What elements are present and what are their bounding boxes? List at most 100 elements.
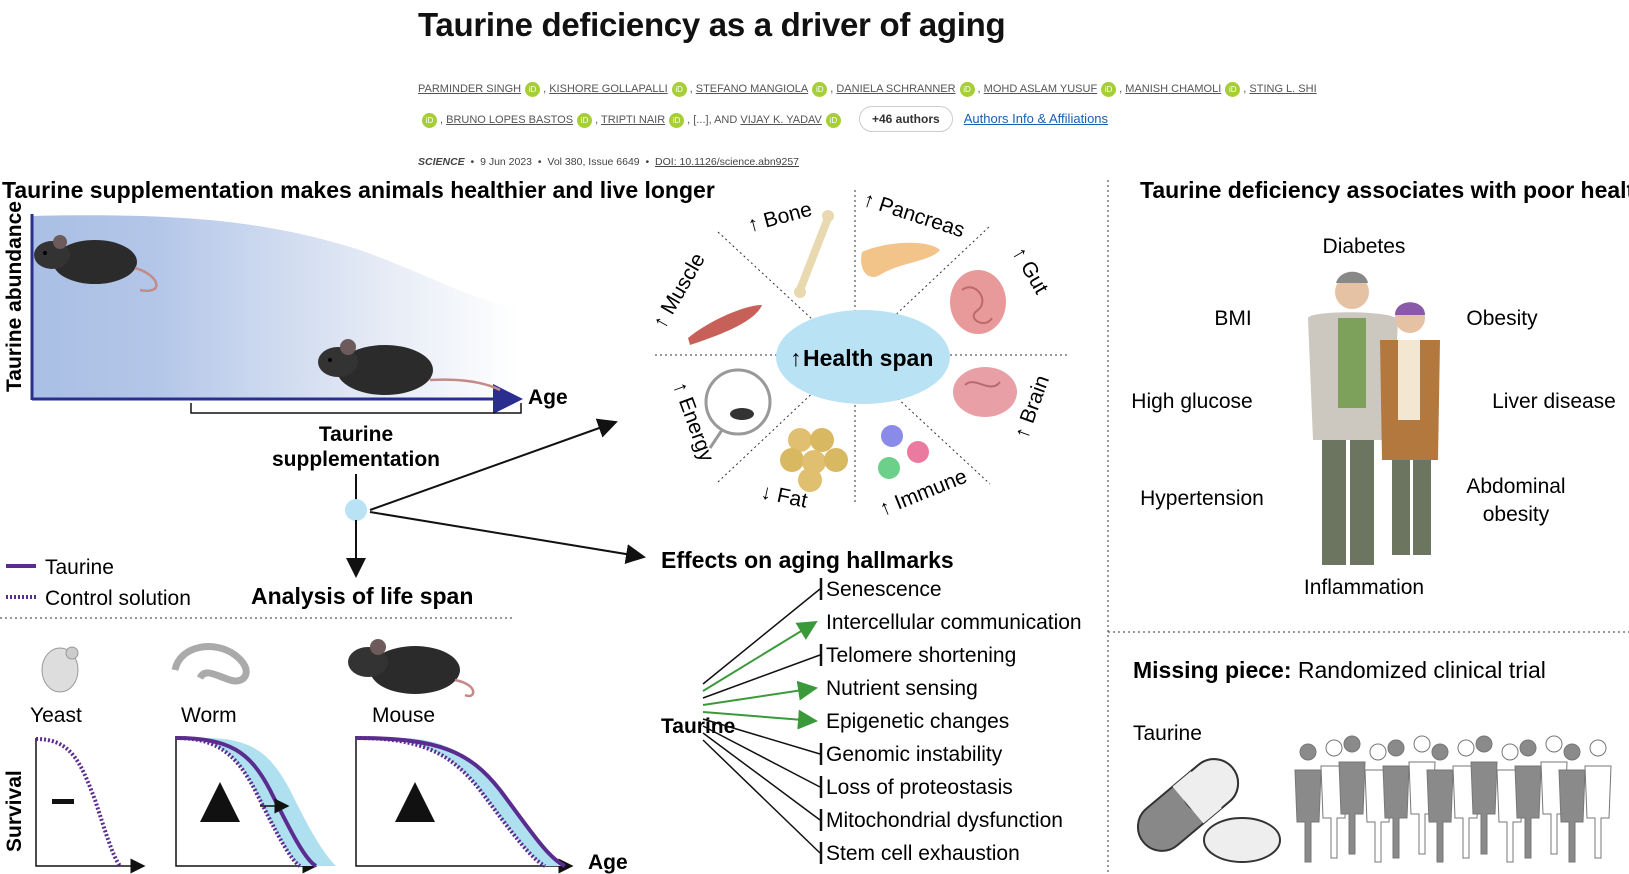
person-icon [1426, 743, 1454, 863]
survival-y-label: Survival [3, 770, 26, 852]
fat-cells-icon [780, 428, 848, 492]
orcid-icon[interactable]: iD [812, 81, 828, 97]
hallmark-promote-arrow [702, 620, 818, 692]
hallmark-label: Senescence [826, 578, 942, 601]
orcid-icon[interactable]: iD [1225, 81, 1241, 97]
condition-bmi: BMI [1214, 307, 1251, 330]
hallmarks-diagram: Effects on aging hallmarks Taurine [661, 547, 954, 864]
author-link[interactable]: STEFANO MANGIOLA [695, 83, 809, 95]
journal-name: SCIENCE [418, 156, 465, 168]
branch-node [345, 499, 367, 521]
hallmark-label: Mitochondrial dysfunction [826, 809, 1063, 832]
author-link[interactable]: DANIELA SCHRANNER [836, 83, 956, 95]
orcid-icon[interactable]: iD [825, 112, 841, 128]
hallmark-label: Nutrient sensing [826, 677, 978, 700]
hallmark-inhibit-line [702, 588, 821, 685]
survival-x-label: Age [588, 851, 628, 874]
hallmark-links [702, 578, 823, 864]
older-couple-illustration [1308, 271, 1440, 565]
old-mouse-icon [318, 339, 501, 395]
affiliations-link[interactable]: Authors Info & Affiliations [963, 111, 1109, 126]
hallmark-label: Intercellular communication [826, 611, 1082, 634]
article-title: Taurine deficiency as a driver of aging [418, 6, 1006, 43]
yeast-icon [41, 646, 79, 693]
arrow-to-hallmarks [369, 511, 646, 564]
missing-piece: Missing piece: Randomized clinical trial [1133, 657, 1546, 683]
condition-hypertension: Hypertension [1140, 487, 1264, 510]
lifespan-legend: Taurine Control solution [6, 556, 191, 610]
orcid-icon[interactable]: iD [671, 81, 687, 97]
immune-cells-icon [878, 425, 929, 479]
condition-diabetes: Diabetes [1323, 235, 1406, 258]
author-link[interactable]: MOHD ASLAM YUSUF [983, 83, 1098, 95]
person-icon [1294, 743, 1322, 863]
hallmarks-heading: Effects on aging hallmarks [661, 547, 954, 573]
worm-icon [171, 643, 250, 685]
trial-population-icon [1294, 735, 1612, 863]
authors-ellipsis: [...], AND [693, 114, 738, 126]
young-mouse-icon [34, 235, 158, 293]
volume-issue: Vol 380, Issue 6649 [547, 156, 640, 168]
running-wheel-icon [704, 368, 772, 449]
supplementation-label-2: supplementation [272, 448, 440, 471]
hallmark-label: Telomere shortening [826, 644, 1016, 667]
meta-separator: • [537, 156, 542, 168]
health-span-label: Health span [803, 345, 933, 371]
arrow-to-healthspan [369, 418, 618, 511]
orcid-icon[interactable]: iD [669, 112, 685, 128]
orcid-icon[interactable]: iD [577, 112, 593, 128]
author-link[interactable]: STING L. SHI [1249, 83, 1317, 95]
abundance-plot: Taurine abundance Age Taurine supplement… [3, 201, 568, 471]
orcid-icon[interactable]: iD [525, 81, 541, 97]
person-icon [1338, 735, 1366, 855]
hallmarks-source: Taurine [661, 715, 735, 738]
person-icon [1382, 739, 1410, 859]
citation-meta: SCIENCE • 9 Jun 2023 • Vol 380, Issue 66… [418, 156, 799, 168]
condition-obesity: Obesity [1466, 307, 1538, 330]
more-authors-button[interactable]: +46 authors [858, 106, 953, 132]
hallmark-label: Loss of proteostasis [826, 776, 1013, 799]
organism-worm-label: Worm [181, 704, 237, 727]
organ-brain: ↑ Brain [1010, 372, 1054, 441]
author-link[interactable]: BRUNO LOPES BASTOS [446, 114, 574, 126]
person-icon [1514, 739, 1542, 859]
left-heading: Taurine supplementation makes animals he… [2, 177, 715, 203]
author-link[interactable]: MANISH CHAMOLI [1125, 83, 1222, 95]
author-link[interactable]: PARMINDER SINGH [418, 83, 522, 95]
author-link[interactable]: TRIPTI NAIR [601, 114, 666, 126]
hallmark-promote-arrow [702, 680, 818, 706]
branch-arrows [345, 418, 646, 578]
abundance-y-label: Taurine abundance [3, 201, 26, 392]
author-link[interactable]: VIJAY K. YADAV [740, 114, 822, 126]
pancreas-icon [861, 242, 940, 278]
health-span-wheel: ↑ Health span [648, 188, 1068, 521]
mouse-icon [348, 639, 475, 698]
doi-link[interactable]: DOI: 10.1126/science.abn9257 [655, 156, 800, 168]
survival-mouse [355, 736, 574, 874]
survival-yeast [35, 737, 146, 874]
orcid-icon[interactable]: iD [422, 112, 437, 128]
orcid-icon[interactable]: iD [959, 81, 975, 97]
health-span-ellipse [776, 310, 950, 404]
bone-icon [794, 210, 834, 298]
brain-icon [953, 367, 1017, 417]
hallmark-label: Epigenetic changes [826, 710, 1009, 733]
publication-date: 9 Jun 2023 [480, 156, 533, 168]
meta-separator: • [645, 156, 650, 168]
author-link[interactable]: KISHORE GOLLAPALLI [549, 83, 668, 95]
organism-mouse-label: Mouse [372, 704, 435, 727]
organ-energy: ↑ Energy [668, 379, 718, 465]
condition-inflammation: Inflammation [1304, 576, 1424, 599]
organ-pancreas: ↑ Pancreas [860, 188, 967, 242]
hallmark-inhibit-line [702, 732, 821, 821]
no-effect-dash [52, 799, 74, 804]
abundance-x-label: Age [528, 386, 568, 409]
hallmark-inhibit-line [702, 654, 821, 699]
orcid-icon[interactable]: iD [1101, 81, 1117, 97]
organ-gut: ↑ Gut [1008, 243, 1053, 298]
pill-icon [1136, 758, 1281, 863]
